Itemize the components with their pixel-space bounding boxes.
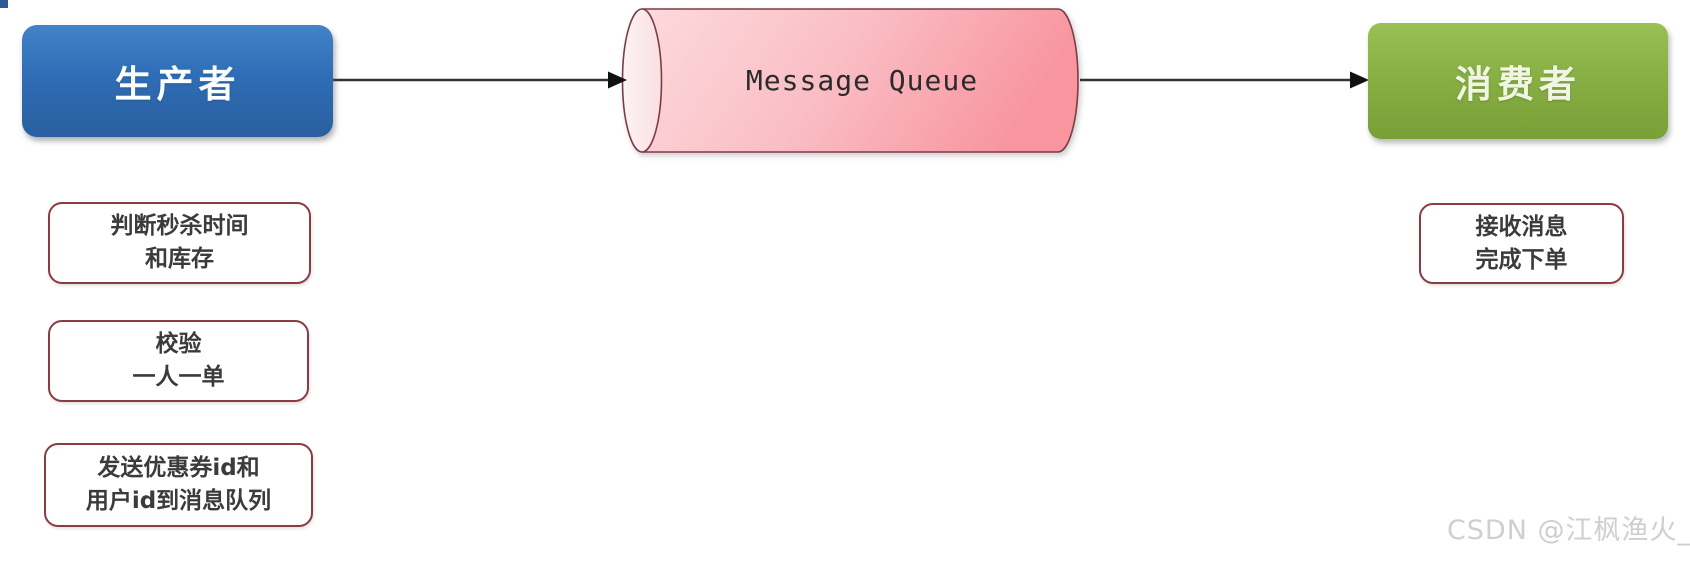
consumer-step-receive-and-order: 接收消息 完成下单	[1419, 203, 1624, 284]
producer-label: 生产者	[114, 63, 241, 106]
producer-step-send-ids-to-queue: 发送优惠券id和 用户id到消息队列	[44, 443, 313, 527]
arrowhead-icon	[608, 71, 627, 89]
arrowhead-icon	[1350, 71, 1369, 89]
producer-step-verify-one-order: 校验 一人一单	[48, 320, 309, 402]
message-queue-label: Message Queue	[652, 9, 1072, 152]
step-line: 发送优惠券id和	[97, 455, 260, 482]
consumer-box: 消费者	[1368, 23, 1668, 139]
step-line: 校验	[155, 331, 202, 358]
queue-label-text: Message Queue	[745, 64, 979, 97]
consumer-label: 消费者	[1455, 63, 1581, 106]
step-line: 接收消息	[1475, 213, 1568, 240]
corner-artifact	[0, 0, 8, 8]
step-line: 和库存	[145, 246, 214, 272]
arrow-queue-to-consumer	[1080, 71, 1369, 89]
arrow-producer-to-queue	[333, 71, 627, 89]
step-line: 完成下单	[1475, 246, 1568, 273]
step-line: 一人一单	[132, 364, 225, 390]
producer-step-check-time-stock: 判断秒杀时间 和库存	[48, 202, 311, 284]
csdn-watermark: CSDN @江枫渔火_	[1446, 515, 1690, 546]
step-line: 用户id到消息队列	[85, 488, 272, 514]
step-line: 判断秒杀时间	[110, 213, 249, 240]
producer-box: 生产者	[22, 25, 333, 137]
